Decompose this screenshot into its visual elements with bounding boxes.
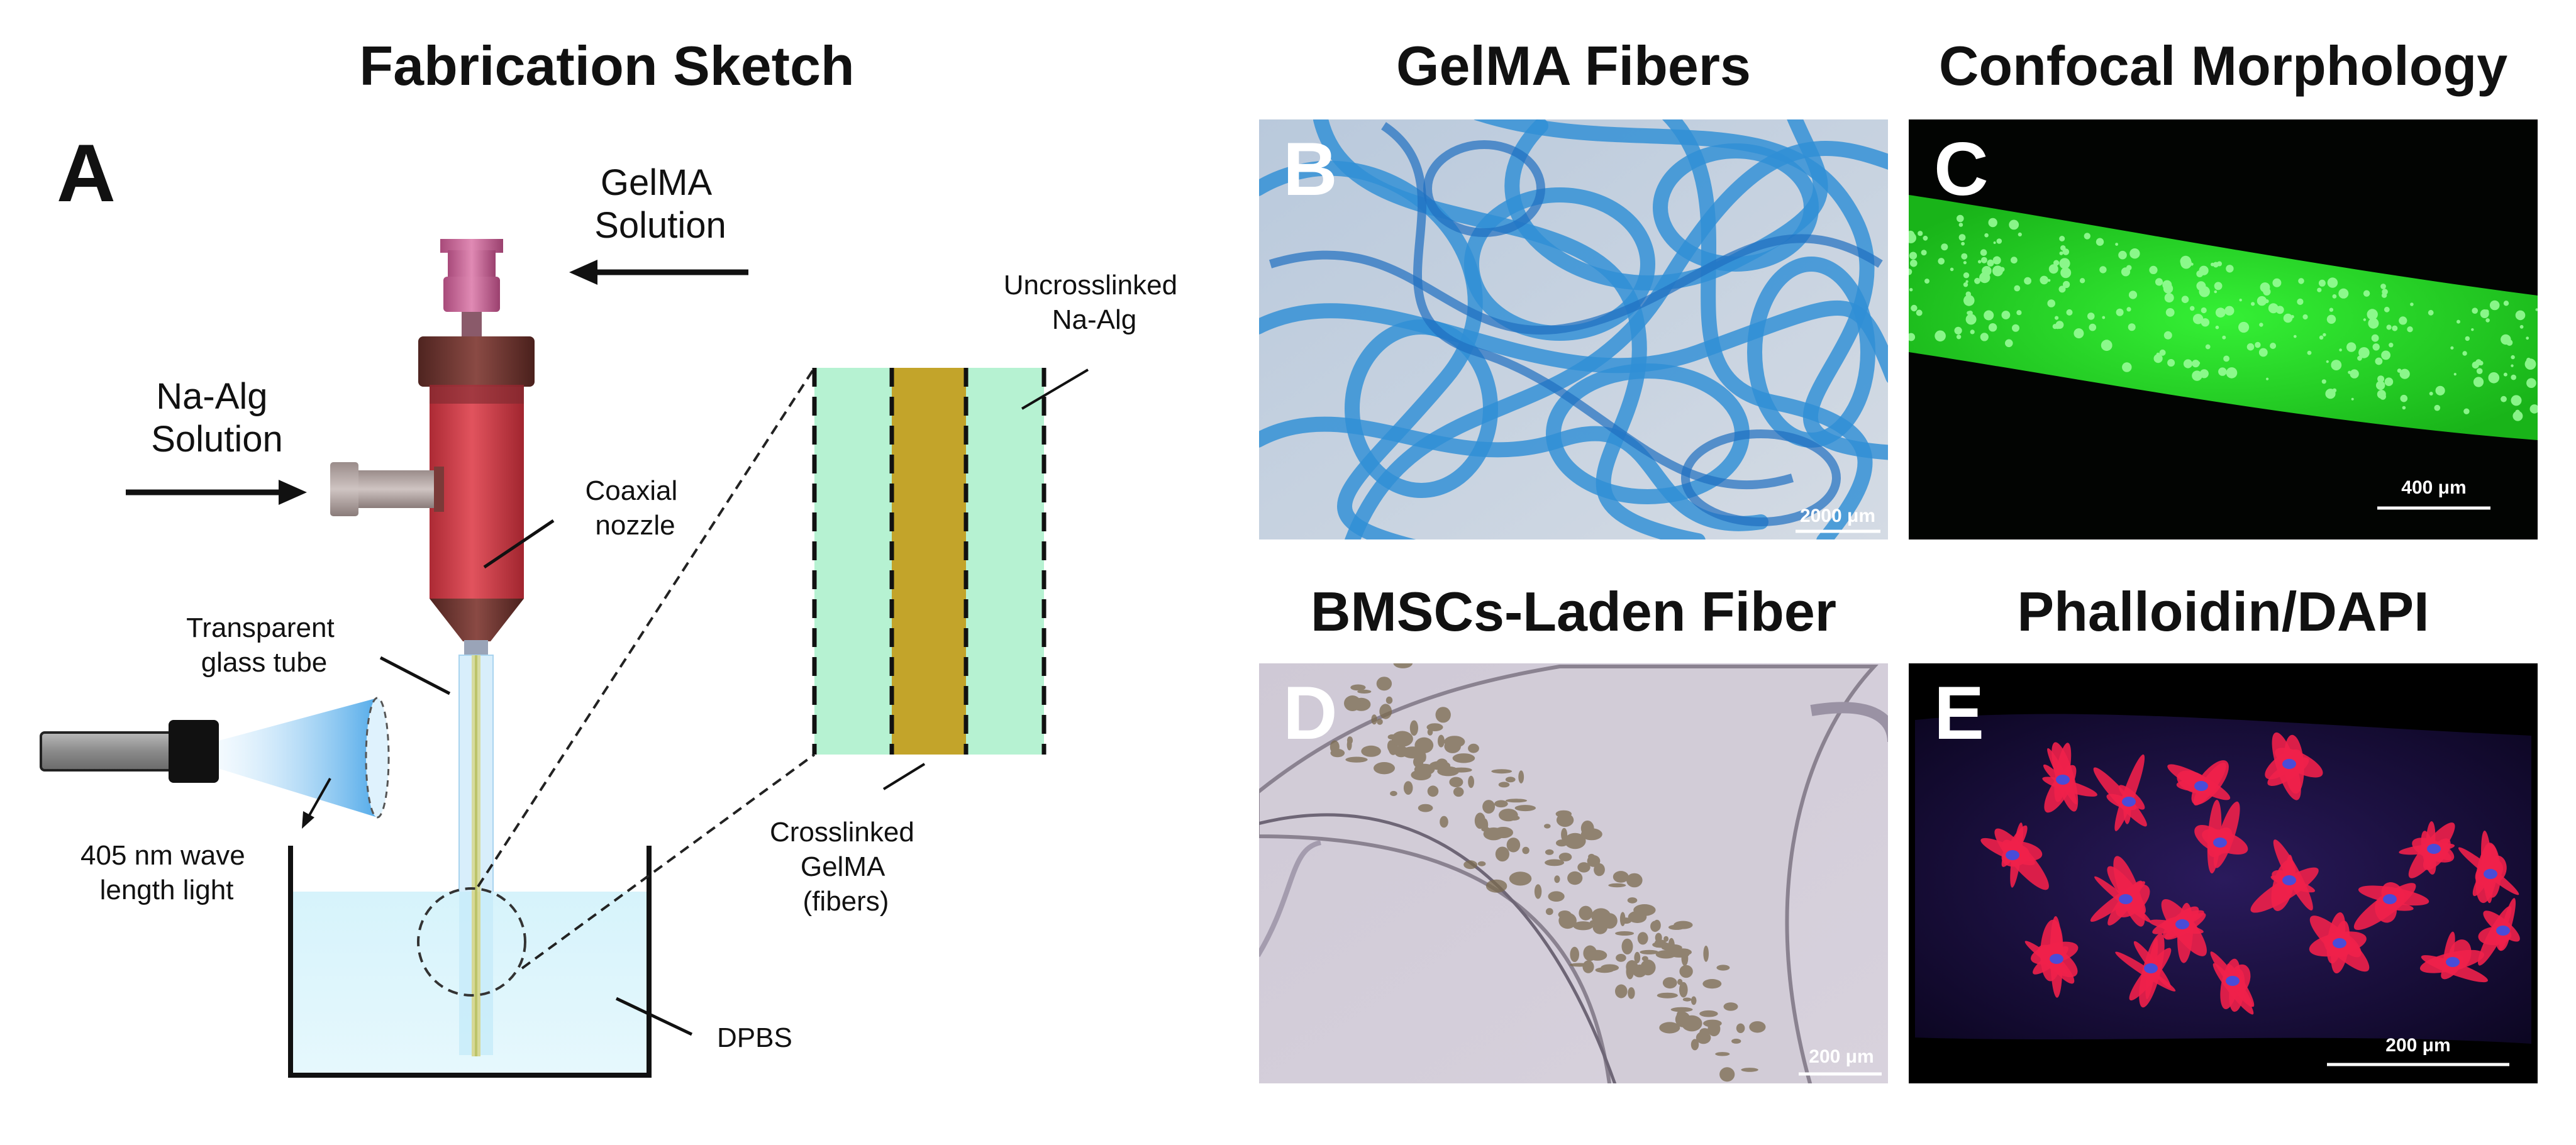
- stained-cell: [2115, 933, 2176, 1008]
- stained-cell: [2149, 899, 2207, 963]
- stained-cell: [2250, 839, 2319, 913]
- uncrosslinked-pointer: [1021, 368, 1089, 410]
- coaxial-nozzle: [330, 239, 535, 656]
- panel-d-scale-label: 200 μm: [1809, 1046, 1874, 1067]
- panel-c-title: Confocal Morphology: [1939, 35, 2507, 97]
- dpbs-label: DPBS: [717, 1022, 792, 1053]
- stained-cell: [2194, 799, 2248, 874]
- stained-cell: [2477, 898, 2520, 966]
- crosslinked-label: Crosslinked GelMA (fibers): [770, 817, 922, 917]
- light-pointer: [302, 778, 331, 829]
- stained-cell: [2419, 931, 2488, 983]
- coaxial-nozzle-label: Coaxial nozzle: [586, 475, 686, 541]
- glass-tube-pointer: [379, 656, 451, 695]
- panel-b: GelMA Fibers: [1259, 35, 1888, 539]
- panel-e-letter: E: [1934, 671, 1984, 755]
- cell-clumps: [1330, 663, 1766, 1082]
- stained-cell: [2093, 754, 2147, 831]
- panel-e-title: Phalloidin/DAPI: [2017, 580, 2429, 643]
- panel-d: BMSCs-Laden Fiber D 200 μm: [1259, 580, 1888, 1083]
- confocal-speckles: [1909, 214, 2538, 421]
- gelma-arrow: [569, 260, 748, 285]
- light-label: 405 nm wave length light: [80, 840, 253, 905]
- stained-cell: [2024, 916, 2079, 998]
- uncrosslinked-label: Uncrosslinked Na-Alg: [1004, 270, 1185, 335]
- stained-cells: [1980, 732, 2520, 1015]
- stained-cell: [2458, 830, 2519, 904]
- stained-cell: [2353, 882, 2429, 931]
- crosslinked-pointer: [882, 763, 926, 790]
- stained-cell: [2042, 742, 2097, 813]
- panel-c-letter: C: [1934, 127, 1989, 211]
- stained-cell: [2309, 912, 2370, 974]
- beaker: [288, 846, 652, 1078]
- panel-b-title: GelMA Fibers: [1396, 35, 1751, 97]
- naalg-solution-label: Na-Alg Solution: [151, 376, 283, 460]
- stained-cell: [2210, 951, 2255, 1015]
- panel-e-scale-label: 200 μm: [2385, 1035, 2450, 1056]
- dpbs-pointer: [615, 997, 693, 1036]
- stained-cell: [2399, 821, 2455, 878]
- stained-cell: [2090, 856, 2151, 927]
- naalg-arrow: [126, 480, 307, 505]
- light-source: [40, 697, 390, 819]
- gelma-solution-label: GelMA Solution: [594, 162, 726, 246]
- zoom-lines: [477, 367, 816, 970]
- panel-a-letter: A: [57, 127, 116, 219]
- panel-a-title: Fabrication Sketch: [359, 35, 854, 97]
- gelma-fiber-loops-dark: [1269, 122, 1883, 526]
- stained-cell: [1980, 822, 2049, 890]
- panel-c-scale-label: 400 μm: [2401, 477, 2466, 498]
- stained-cell: [2167, 760, 2231, 806]
- stained-cell: [2265, 732, 2323, 800]
- glass-tube-label: Transparent glass tube: [186, 612, 342, 678]
- panel-c: Confocal Morphology C 400 μm: [1909, 35, 2538, 539]
- panel-d-letter: D: [1283, 671, 1338, 755]
- panel-a: Fabrication Sketch A GelMA Solution Na-A…: [40, 35, 1185, 1078]
- fiber-cross-section: [812, 368, 1046, 755]
- panel-b-letter: B: [1283, 127, 1338, 211]
- panel-d-title: BMSCs-Laden Fiber: [1311, 580, 1836, 643]
- panel-b-scale-label: 2000 μm: [1800, 506, 1875, 526]
- nozzle-pointer: [483, 519, 555, 569]
- panel-e: Phalloidin/DAPI E 200 μm: [1909, 580, 2538, 1083]
